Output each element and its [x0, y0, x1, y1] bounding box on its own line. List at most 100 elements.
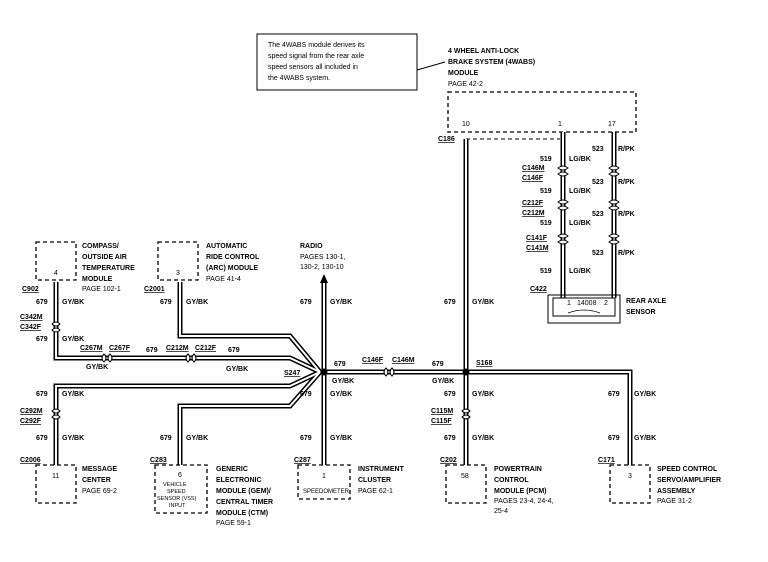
svg-text:679: 679 — [608, 391, 620, 398]
svg-text:GY/BK: GY/BK — [62, 435, 84, 442]
c519-a: LG/BK — [569, 156, 591, 163]
gem-inner-2: SPEED — [167, 489, 186, 495]
message-page: PAGE 69-2 — [82, 488, 117, 495]
speed-pin: 3 — [628, 473, 632, 480]
radio-pages-2: 130-2, 130-10 — [300, 264, 344, 271]
compass-pin: 4 — [54, 270, 58, 277]
svg-text:GY/BK: GY/BK — [226, 366, 248, 373]
abs-title-1: 4 WHEEL ANTI-LOCK — [448, 48, 519, 55]
connector-c342f: C342F — [20, 324, 42, 331]
c519-c: LG/BK — [569, 220, 591, 227]
svg-text:679: 679 — [334, 361, 346, 368]
w519-d: 519 — [540, 268, 552, 275]
rear-axle-sensor: 1 14008 2 REAR AXLE SENSOR — [547, 294, 667, 324]
svg-text:679: 679 — [36, 435, 48, 442]
splice-s168: S168 — [476, 360, 492, 367]
note-line-2: speed signal from the rear axle — [268, 53, 364, 60]
cluster-page: PAGE 62-1 — [358, 488, 393, 495]
abs-module: 4 WHEEL ANTI-LOCK BRAKE SYSTEM (4WABS) M… — [438, 48, 637, 143]
w519-b: 519 — [540, 188, 552, 195]
note-line-1: The 4WABS module derives its — [268, 42, 365, 49]
connector-c292f: C292F — [20, 418, 42, 425]
gem-title-5: MODULE (CTM) — [216, 510, 268, 517]
connector-c115m: C115M — [431, 408, 453, 415]
w523-a: 523 — [592, 146, 604, 153]
svg-text:679: 679 — [444, 435, 456, 442]
connector-c902: C902 — [22, 286, 39, 293]
connector-c2006: C2006 — [20, 457, 41, 464]
message-pin: 11 — [52, 473, 59, 480]
w519-c: 519 — [540, 220, 552, 227]
abs-connector-markers — [557, 165, 620, 245]
gem-page: PAGE 59-1 — [216, 520, 251, 527]
svg-text:679: 679 — [160, 435, 172, 442]
svg-text:679: 679 — [444, 391, 456, 398]
cluster-inner: SPEEDOMETER — [303, 489, 350, 495]
connector-c2001: C2001 — [144, 286, 165, 293]
connector-c292m: C292M — [20, 408, 43, 415]
w523-c: 523 — [592, 211, 604, 218]
connector-c141m: C141M — [526, 245, 549, 252]
connector-c212m: C212M — [166, 345, 189, 352]
svg-text:679: 679 — [146, 347, 158, 354]
connector-c146f-abs: C146F — [522, 175, 544, 182]
svg-text:GY/BK: GY/BK — [634, 435, 656, 442]
radio-title: RADIO — [300, 243, 323, 250]
pcm-module: 58 POWERTRAIN CONTROL MODULE (PCM) PAGES… — [440, 457, 553, 515]
sensor-title-1: REAR AXLE — [626, 298, 667, 305]
w523-b: 523 — [592, 179, 604, 186]
gem-title-1: GENERIC — [216, 466, 248, 473]
cluster-title-2: CLUSTER — [358, 477, 391, 484]
connector-c141f: C141F — [526, 235, 548, 242]
compass-page: PAGE 102-1 — [82, 286, 121, 293]
main-harness — [51, 274, 633, 465]
sensor-pin-1: 1 — [567, 300, 571, 307]
splice-s168-dot — [462, 368, 470, 376]
radio-pages-1: PAGES 130-1, — [300, 254, 345, 261]
gem-title-2: ELECTRONIC — [216, 477, 262, 484]
arc-module: 3 AUTOMATIC RIDE CONTROL (ARC) MODULE PA… — [144, 241, 260, 293]
svg-text:679: 679 — [432, 361, 444, 368]
svg-text:GY/BK: GY/BK — [472, 435, 494, 442]
connector-c146m: C146M — [392, 357, 415, 364]
svg-text:GY/BK: GY/BK — [186, 299, 208, 306]
compass-title-4: MODULE — [82, 276, 113, 283]
connector-c171: C171 — [598, 457, 615, 464]
svg-text:679: 679 — [36, 336, 48, 343]
abs-pin-1: 1 — [558, 121, 562, 128]
connector-c267m: C267M — [80, 345, 103, 352]
connector-c212f: C212F — [195, 345, 217, 352]
message-title-1: MESSAGE — [82, 466, 117, 473]
sensor-part: 14008 — [577, 300, 597, 307]
speed-page: PAGE 31-2 — [657, 498, 692, 505]
message-title-2: CENTER — [82, 477, 111, 484]
cluster-pin: 1 — [322, 473, 326, 480]
svg-text:GY/BK: GY/BK — [472, 391, 494, 398]
note-line-3: speed sensors all included in — [268, 64, 358, 71]
gem-module: 6 VEHICLE SPEED SENSOR (VSS) INPUT GENER… — [150, 457, 273, 527]
gem-title-4: CENTRAL TIMER — [216, 499, 273, 506]
arc-title-1: AUTOMATIC — [206, 243, 247, 250]
compass-module: 4 COMPASS/ OUTSIDE AIR TEMPERATURE MODUL… — [22, 241, 135, 293]
svg-text:679: 679 — [300, 299, 312, 306]
arc-title-3: (ARC) MODULE — [206, 265, 258, 272]
svg-text:GY/BK: GY/BK — [332, 378, 354, 385]
c523-a: R/PK — [618, 146, 635, 153]
svg-text:679: 679 — [300, 435, 312, 442]
gem-inner-1: VEHICLE — [163, 482, 187, 488]
svg-text:679: 679 — [228, 347, 240, 354]
pcm-title-1: POWERTRAIN — [494, 466, 542, 473]
w519-a: 519 — [540, 156, 552, 163]
connector-labels: C342M C342F C267M C267F C212M C212F S247… — [20, 314, 492, 425]
wire-labels: 679 GY/BK 679 GY/BK 679 GY/BK 679 679 GY… — [36, 299, 656, 442]
splice-s247: S247 — [284, 370, 300, 377]
svg-text:679: 679 — [36, 391, 48, 398]
svg-text:GY/BK: GY/BK — [330, 435, 352, 442]
sensor-title-2: SENSOR — [626, 309, 656, 316]
compass-title-3: TEMPERATURE — [82, 265, 135, 272]
c523-c: R/PK — [618, 211, 635, 218]
pcm-title-2: CONTROL — [494, 477, 529, 484]
svg-text:679: 679 — [608, 435, 620, 442]
splice-s247-dot — [320, 368, 328, 376]
